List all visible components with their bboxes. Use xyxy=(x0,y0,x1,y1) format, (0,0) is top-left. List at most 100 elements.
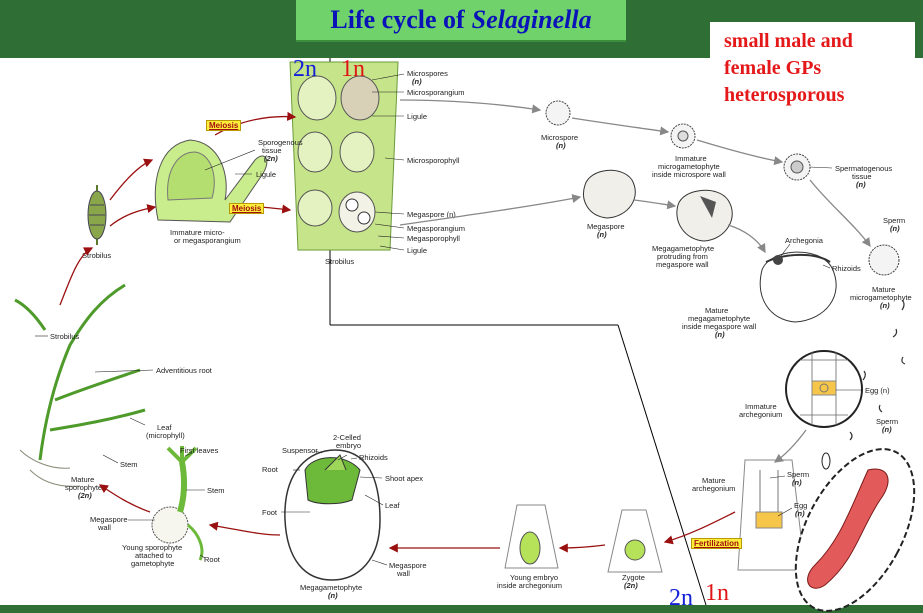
label-egg: Egg (n) xyxy=(865,386,890,395)
strobilus-cone-illustration xyxy=(87,185,107,245)
immature-sporangium-illustration xyxy=(154,139,268,223)
label-leaf-microphyll-2: (microphyll) xyxy=(146,431,185,440)
label-sperm-top-ploidy: (n) xyxy=(890,224,900,233)
label-megaspore-wall-young-1: Megaspore xyxy=(90,515,128,524)
plant-leaders xyxy=(35,335,154,464)
label-young-embryo-2: inside archegonium xyxy=(497,581,562,590)
label-strobilus-center: Strobilus xyxy=(325,257,354,266)
spermatogenous-leader xyxy=(809,166,833,169)
immature-archegonium-illustration xyxy=(785,350,863,428)
label-megagametophyte-protruding-1: Megagametophyte xyxy=(652,244,714,253)
label-ligule-lower: Ligule xyxy=(407,246,427,255)
label-shoot-apex: Shoot apex xyxy=(385,474,423,483)
label-megaspore-ploidy: (n) xyxy=(597,230,607,239)
sporangium-leaders xyxy=(204,149,256,175)
label-archegonia: Archegonia xyxy=(785,236,824,245)
label-root-young: Root xyxy=(204,555,221,564)
meiosis-tag-lower: Meiosis xyxy=(229,203,265,214)
heterospory-note: small male and female GPs heterosporous xyxy=(710,22,915,116)
label-mature-sporophyte-2: sporophyte xyxy=(65,483,102,492)
label-rhizoids-right: Rhizoids xyxy=(832,264,861,273)
label-microsporangium: Microsporangium xyxy=(407,88,465,97)
label-strobilus-plant: Strobilus xyxy=(50,332,79,341)
immature-microgametophyte-illustration xyxy=(670,123,696,149)
label-two-celled-1: 2-Celled xyxy=(333,433,361,442)
label-microsporophyll: Microsporophyll xyxy=(407,156,460,165)
label-megasporophyll: Megasporophyll xyxy=(407,234,460,243)
label-mature-megagametophyte-2: megagametophyte xyxy=(688,314,750,323)
label-sperm-top: Sperm xyxy=(883,216,905,225)
label-immature-sporangium-1: Immature micro- xyxy=(170,228,225,237)
label-mature-megagametophyte-4: (n) xyxy=(715,330,725,339)
title-species: Selaginella xyxy=(471,5,592,34)
ploidy-divider-diagonal xyxy=(617,324,707,606)
label-stem-young: Stem xyxy=(207,486,225,495)
mature-sporophyte-illustration xyxy=(14,283,146,487)
label-microspore-ploidy: (n) xyxy=(556,141,566,150)
label-mature-sporophyte-3: (2n) xyxy=(78,491,92,500)
label-immature-microgametophyte-2: microgametophyte xyxy=(658,162,720,171)
label-mature-archegonium-2: archegonium xyxy=(692,484,735,493)
note-line-1: small male and xyxy=(724,30,853,52)
megaspore-illustration xyxy=(583,169,636,219)
label-spermatogenous-1: Spermatogenous xyxy=(835,164,892,173)
label-young-sporophyte-2: attached to xyxy=(135,551,172,560)
young-embryo-illustration xyxy=(504,504,559,569)
mature-microgametophyte-illustration xyxy=(868,244,900,276)
label-suspensor: Suspensor xyxy=(282,446,318,455)
label-egg-low-ploidy: (n) xyxy=(795,509,805,518)
label-microspores-ploidy: (n) xyxy=(412,77,422,86)
label-immature-archegonium-1: Immature xyxy=(745,402,777,411)
label-immature-archegonium-2: archegonium xyxy=(739,410,782,419)
label-immature-microgametophyte-3: inside microspore wall xyxy=(652,170,726,179)
young-sporophyte-illustration xyxy=(151,446,204,561)
megagametophyte-leaders xyxy=(780,243,831,269)
label-leaf-embryo: Leaf xyxy=(385,501,401,510)
label-sporogenous-2: tissue xyxy=(262,146,282,155)
label-sporogenous-1: Sporogenous xyxy=(258,138,303,147)
label-rhizoids-embryo: Rhizoids xyxy=(359,453,388,462)
label-sperm-mid-ploidy: (n) xyxy=(882,425,892,434)
label-zygote-ploidy: (2n) xyxy=(624,581,638,590)
label-sporogenous-3: (2n) xyxy=(264,154,278,163)
embryo-leaders xyxy=(281,450,388,566)
young-sporophyte-leaders xyxy=(128,452,206,559)
label-spermatogenous-3: (n) xyxy=(856,180,866,189)
label-immature-sporangium-2: or megasporangium xyxy=(174,236,241,245)
label-megasporangium: Megasporangium xyxy=(407,224,465,233)
note-line-3: heterosporous xyxy=(724,84,845,106)
label-root-embryo: Root xyxy=(262,465,279,474)
label-leaf-microphyll-1: Leaf xyxy=(157,423,173,432)
label-microspores: Microspores xyxy=(407,69,448,78)
label-zygote: Zygote xyxy=(622,573,645,582)
cycle-arrows xyxy=(59,99,871,553)
label-adventitious-root: Adventitious root xyxy=(156,366,213,375)
label-megaspore-wall-2: wall xyxy=(396,569,410,578)
ploidy-bottom-diploid: 2n xyxy=(669,585,693,611)
label-foot: Foot xyxy=(262,508,278,517)
label-megaspore: Megaspore xyxy=(587,222,625,231)
zygote-illustration xyxy=(607,509,663,573)
label-megagametophyte-bottom-2: (n) xyxy=(328,591,338,600)
label-two-celled-2: embryo xyxy=(336,441,361,450)
label-sperm-low-ploidy: (n) xyxy=(792,478,802,487)
ploidy-bottom-haploid: 1n xyxy=(705,580,729,606)
label-megaspore-strobilus: Megaspore (n) xyxy=(407,210,456,219)
label-sperm-mid: Sperm xyxy=(876,417,898,426)
label-megagametophyte-protruding-3: megaspore wall xyxy=(656,260,709,269)
strobilus-section-illustration xyxy=(289,61,399,251)
label-young-sporophyte-3: gametophyte xyxy=(131,559,174,568)
bottom-banner xyxy=(0,605,923,613)
label-mature-archegonium-1: Mature xyxy=(702,476,725,485)
label-megaspore-wall-young-2: wall xyxy=(97,523,111,532)
megagametophyte-embryo-illustration xyxy=(284,449,381,581)
sperm-closeup-illustration xyxy=(794,448,916,612)
label-ligule-sporangium: Ligule xyxy=(256,170,276,179)
label-stem-plant: Stem xyxy=(120,460,138,469)
label-mature-microgametophyte-2: microgametophyte xyxy=(850,293,912,302)
fertilization-tag: Fertilization xyxy=(691,538,742,549)
label-megagametophyte-protruding-2: protruding from xyxy=(657,252,708,261)
